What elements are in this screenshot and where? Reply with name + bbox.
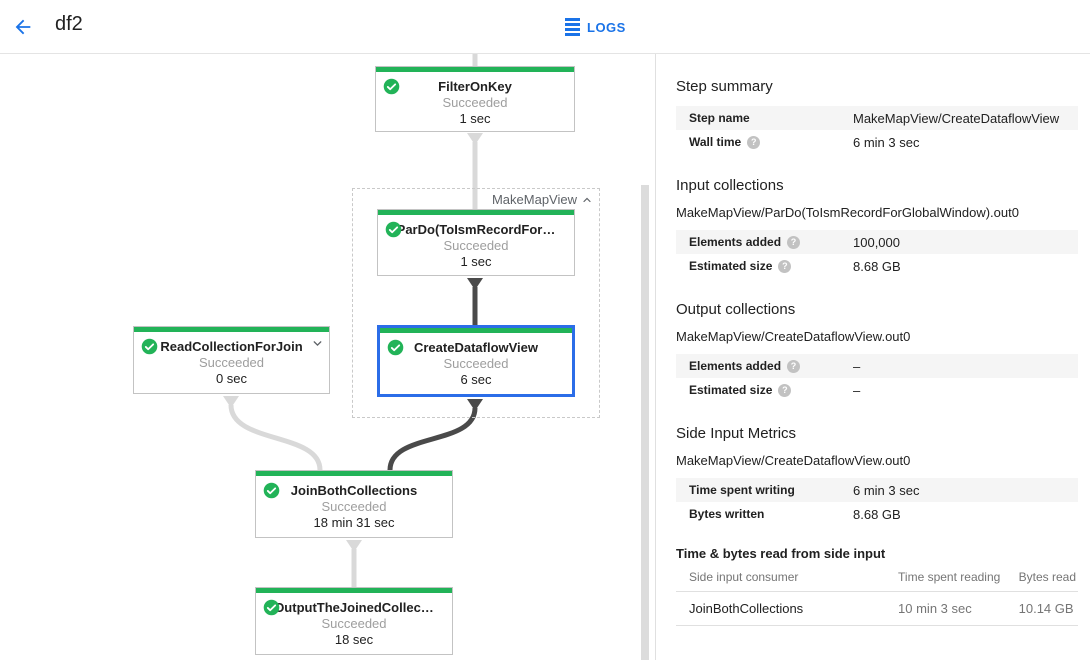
node-time: 18 sec [334,632,374,647]
node-time: 1 sec [459,111,491,126]
cell-bytes-read: 10.14 GB [1005,591,1078,626]
node-time: 6 sec [460,372,492,387]
vertical-scrollbar[interactable] [641,185,649,660]
side-input-metrics-heading: Side Input Metrics [676,425,797,442]
status-bar [378,210,574,215]
help-icon[interactable]: ? [778,259,792,273]
node-title: JoinBothCollections [290,483,418,498]
metric-row-bytes-written: Bytes written 8.68 GB [676,502,1078,526]
node-time: 1 sec [460,254,492,269]
help-icon[interactable]: ? [787,359,801,373]
node-title: ReadCollectionForJoin [160,339,303,354]
status-bar [134,327,329,332]
chevron-up-icon [583,197,591,202]
metric-value: 6 min 3 sec [853,134,920,150]
metric-label: Wall time [689,135,742,149]
node-title: CreateDataflowView [413,340,539,355]
node-status: Succeeded [198,355,265,370]
metric-row-estimated-size: Estimated size ? 8.68 GB [676,254,1078,278]
node-time: 0 sec [215,371,248,386]
help-icon[interactable]: ? [787,235,801,249]
step-detail-panel: Step Step summary Step name MakeMapView/… [656,0,1090,660]
node-title: ParDo(ToIsmRecordFor… [396,222,556,237]
node-read-collection-for-join[interactable]: ReadCollectionForJoin Succeeded 0 sec [133,326,330,394]
node-time: 18 min 31 sec [313,515,395,530]
status-bar [256,588,452,593]
node-status: Succeeded [321,616,387,631]
metric-value: 8.68 GB [853,258,901,274]
metric-label: Bytes written [689,507,765,521]
metric-label: Elements added [689,359,782,373]
metric-row-step-name: Step name MakeMapView/CreateDataflowView [676,106,1078,130]
logs-label: LOGS [587,19,626,35]
node-status: Succeeded [443,238,509,253]
back-icon[interactable] [10,14,36,40]
check-circle-icon [387,339,404,356]
status-bar [380,328,572,333]
check-circle-icon [263,599,280,616]
metric-row-elements-added: Elements added ? – [676,354,1078,378]
graph-edges [223,54,483,587]
column-header-bytes-read: Bytes read [1005,563,1078,592]
column-header-time-reading: Time spent reading [885,563,1006,592]
metric-label: Time spent writing [689,483,795,497]
check-circle-icon [141,338,158,355]
input-collections-heading: Input collections [676,177,784,194]
status-bar [256,471,452,476]
metric-row-time-spent-writing: Time spent writing 6 min 3 sec [676,478,1078,502]
pipeline-graph-canvas: MakeMapView FilterOnKey Succeeded 1 sec … [0,54,656,660]
node-output-the-joined-collection[interactable]: OutputTheJoinedCollec… Succeeded 18 sec [255,587,453,655]
metric-row-elements-added: Elements added ? 100,000 [676,230,1078,254]
group-makemapview: MakeMapView [352,188,600,418]
node-status: Succeeded [443,356,509,371]
help-icon[interactable]: ? [778,383,792,397]
metric-row-estimated-size: Estimated size ? – [676,378,1078,402]
side-input-collection-name: MakeMapView/CreateDataflowView.out0 [676,453,911,468]
help-icon[interactable]: ? [747,135,761,149]
metric-row-wall-time: Wall time ? 6 min 3 sec [676,130,1078,154]
check-circle-icon [385,221,402,238]
node-status: Succeeded [442,95,508,110]
table-row: JoinBothCollections 10 min 3 sec 10.14 G… [676,591,1078,626]
panel-body: Step summary Step name MakeMapView/Creat… [656,55,1090,660]
group-collapse-toggle[interactable]: MakeMapView [492,192,593,207]
metric-value: MakeMapView/CreateDataflowView [853,110,1060,126]
metric-value: 8.68 GB [853,506,901,522]
job-title: df2 [55,13,83,35]
metric-value: 100,000 [853,234,900,250]
input-collection-name: MakeMapView/ParDo(ToIsmRecordForGlobalWi… [676,205,1019,220]
metric-value: – [853,382,861,398]
output-collection-name: MakeMapView/CreateDataflowView.out0 [676,329,911,344]
metric-value: 6 min 3 sec [853,482,920,498]
status-bar [376,67,574,72]
metric-label: Elements added [689,235,782,249]
step-summary-heading: Step summary [676,78,773,95]
metric-value: – [853,358,861,374]
top-bar: df2 LOGS [0,0,1090,54]
metric-label: Step name [689,111,750,125]
metric-label: Estimated size [689,259,773,273]
node-status: Succeeded [321,499,387,514]
cell-time-reading: 10 min 3 sec [885,591,1006,626]
list-lines-icon [565,18,580,36]
node-title: OutputTheJoinedCollec… [274,600,434,615]
metric-label: Estimated size [689,383,773,397]
column-header-consumer: Side input consumer [676,563,886,592]
check-circle-icon [383,78,400,95]
node-title: FilterOnKey [438,79,512,94]
side-input-table: Side input consumer Time spent reading B… [676,563,1078,626]
node-filter-on-key[interactable]: FilterOnKey Succeeded 1 sec [375,66,575,132]
chevron-down-icon[interactable] [311,337,324,355]
cell-consumer: JoinBothCollections [676,591,886,626]
side-input-table-heading: Time & bytes read from side input [676,546,886,561]
logs-button[interactable]: LOGS [565,14,626,40]
group-label: MakeMapView [491,192,577,207]
node-create-dataflow-view[interactable]: CreateDataflowView Succeeded 6 sec [377,325,575,397]
output-collections-heading: Output collections [676,301,796,318]
node-join-both-collections[interactable]: JoinBothCollections Succeeded 18 min 31 … [255,470,453,538]
node-pardo-toismrecord[interactable]: ParDo(ToIsmRecordFor… Succeeded 1 sec [377,209,575,276]
check-circle-icon [263,482,280,499]
